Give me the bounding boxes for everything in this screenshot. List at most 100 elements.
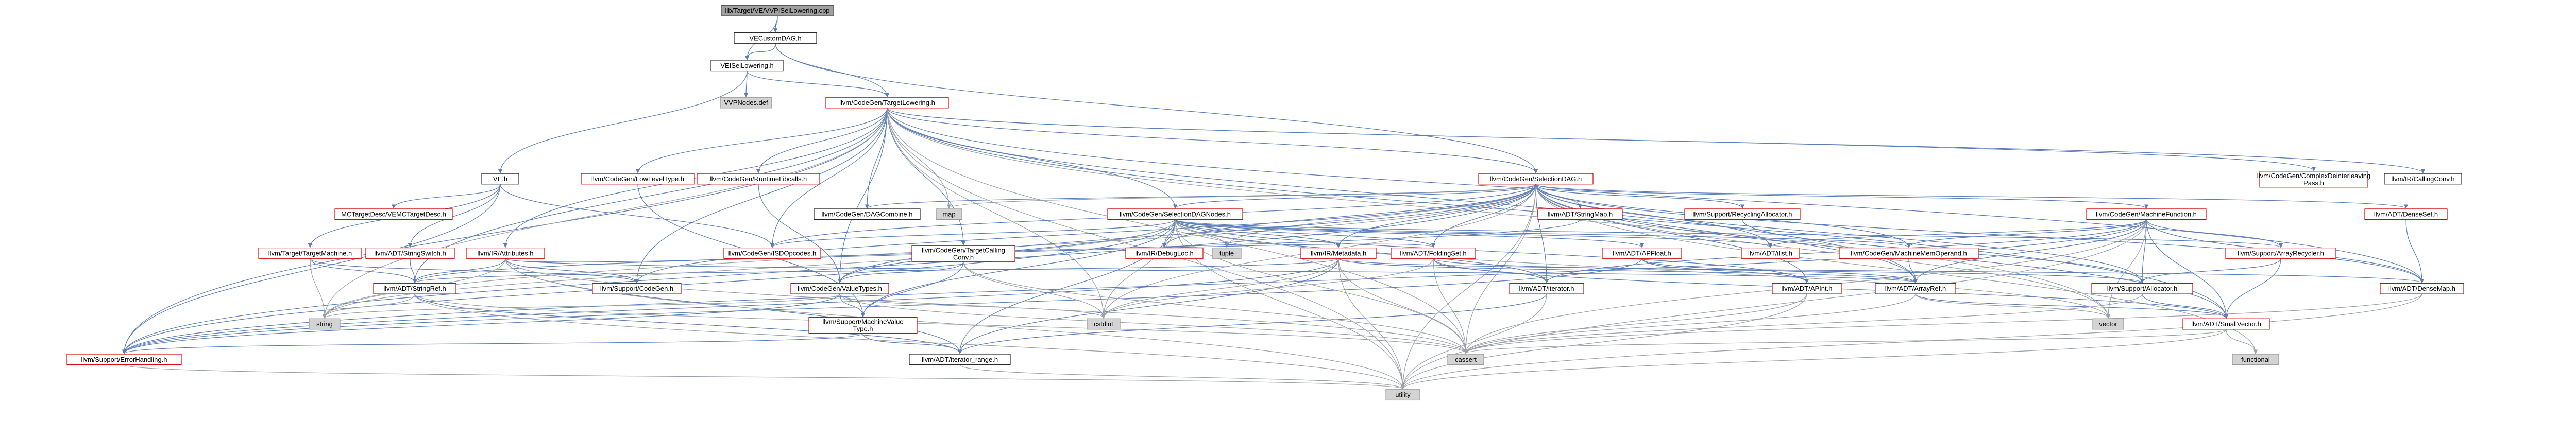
node-veh[interactable]: VE.h [481,173,519,185]
node-label: llvm/Support/ArrayRecycler.h [2238,249,2324,257]
node-codegenh[interactable]: llvm/Support/CodeGen.h [592,283,682,294]
node-targetmachine[interactable]: llvm/Target/TargetMachine.h [258,248,362,259]
node-targetlowering[interactable]: llvm/CodeGen/TargetLowering.h [825,97,949,109]
node-ilist[interactable]: llvm/ADT/ilist.h [1741,248,1800,259]
edge-selectiondag-to-debugloc [1162,184,1536,248]
node-errorhandling[interactable]: llvm/Support/ErrorHandling.h [66,354,182,365]
node-mcvemcdesc[interactable]: MCTargetDesc/VEMCTargetDesc.h [334,208,453,220]
node-lowleveltype[interactable]: llvm/CodeGen/LowLevelType.h [581,173,695,185]
node-label: tuple [1219,249,1234,257]
node-vector[interactable]: vector [2092,318,2124,330]
node-label: llvm/ADT/ArrayRef.h [1885,285,1946,292]
node-root[interactable]: lib/Target/VE/VVPISelLowering.cpp [721,5,834,16]
node-valuetypes[interactable]: llvm/CodeGen/ValueTypes.h [790,283,889,294]
edge-targetlowering-to-selectiondagnodes [887,108,1178,209]
node-iteratorh[interactable]: llvm/ADT/iterator.h [1509,283,1584,294]
node-callingconv[interactable]: llvm/IR/CallingConv.h [2384,173,2462,185]
edge-attributes-to-stringref [412,258,506,284]
node-box [734,32,817,44]
node-box [1107,208,1243,220]
node-arrayrecycler[interactable]: llvm/Support/ArrayRecycler.h [2225,248,2336,259]
node-vecustomdag[interactable]: VECustomDAG.h [734,32,817,44]
edge-selectiondag-to-errorhandling [122,184,1536,354]
edge-machinevaluetype-to-iteratorrange [862,333,962,354]
edge-selectiondag-to-densesetnode [1535,184,2408,209]
node-apint[interactable]: llvm/ADT/APInt.h [1772,283,1842,294]
edge-veisellowering-to-vvpnodes [743,71,749,98]
node-machinememoperand[interactable]: llvm/CodeGen/MachineMemOperand.h [1839,248,1979,259]
node-runtimelibcalls[interactable]: llvm/CodeGen/RuntimeLibcalls.h [697,173,820,185]
edge-targetlowering-to-string [322,108,888,319]
node-label: VEISelLowering.h [720,62,773,69]
node-machinefunction[interactable]: llvm/CodeGen/MachineFunction.h [2086,208,2207,220]
edge-selectiondagnodes-to-isdopcodes [770,219,1176,248]
node-box [1212,248,1242,259]
edge-stringref-to-iteratorrange [414,293,962,354]
node-label: Conv.h [953,253,974,261]
edge-veh-to-errorhandling [122,184,501,354]
edge-allocator-to-smallvector [2142,293,2229,319]
node-box [258,248,362,259]
node-map[interactable]: map [936,208,962,220]
edge-selectiondag-to-map [947,184,1536,209]
edge-targetlowering-to-codegenh [634,108,888,284]
node-label: llvm/IR/Metadata.h [1311,249,1366,257]
node-selectiondag[interactable]: llvm/CodeGen/SelectionDAG.h [1478,173,1594,185]
node-box [334,208,453,220]
node-tuple[interactable]: tuple [1212,248,1242,259]
node-smallvector[interactable]: llvm/ADT/SmallVector.h [2182,318,2270,330]
edges-layer [122,15,2425,390]
node-densesetnode[interactable]: llvm/ADT/DenseSet.h [2364,208,2448,220]
node-arrayref[interactable]: llvm/ADT/ArrayRef.h [1875,283,1956,294]
node-isdopcodes[interactable]: llvm/CodeGen/ISDOpcodes.h [723,248,821,259]
node-box [466,248,545,259]
edge-veh-to-mcvemcdesc [391,184,501,209]
node-debugloc[interactable]: llvm/IR/DebugLoc.h [1125,248,1204,259]
node-foldingset[interactable]: llvm/ADT/FoldingSet.h [1391,248,1476,259]
node-cassert[interactable]: cassert [1447,354,1484,365]
node-veisellowering[interactable]: VEISelLowering.h [710,60,784,72]
node-apfloat[interactable]: llvm/ADT/APFloat.h [1602,248,1682,259]
node-recyclingalloc[interactable]: llvm/Support/RecyclingAllocator.h [1684,208,1801,220]
edge-foldingset-to-cstdint [1101,258,1434,319]
edge-machinevaluetype-to-errorhandling [122,333,863,354]
node-vvpnodes[interactable]: VVPNodes.def [720,97,772,109]
edge-targetcallingconv-to-cstdint [963,261,1106,319]
node-label: VECustomDAG.h [749,34,801,42]
node-attributes[interactable]: llvm/IR/Attributes.h [466,248,545,259]
edge-selectiondagnodes-to-vector [1175,219,2111,319]
edge-densemap-to-utility [1400,294,2422,390]
edge-veisellowering-to-targetlowering [747,71,890,98]
edge-targetmachine-to-codegenh [310,258,639,284]
node-functional[interactable]: functional [2232,354,2279,365]
edge-attributes-to-cassert [505,258,1468,354]
edge-allocator-to-cassert [1463,293,2143,354]
edge-attributes-to-utility [505,258,1405,390]
node-metadata[interactable]: llvm/IR/Metadata.h [1300,248,1377,259]
node-allocator[interactable]: llvm/Support/Allocator.h [2091,283,2193,294]
node-string[interactable]: string [309,318,341,330]
edge-selectiondagnodes-to-machinevaluetype [860,219,1176,318]
node-stringswitch[interactable]: llvm/ADT/StringSwitch.h [365,248,455,259]
node-selectiondagnodes[interactable]: llvm/CodeGen/SelectionDAGNodes.h [1107,208,1243,220]
edge-selectiondag-to-machinefunction [1535,184,2148,209]
node-label: llvm/ADT/StringMap.h [1548,210,1613,218]
edge-attributes-to-arrayref [505,258,1918,284]
node-label: llvm/CodeGen/ComplexDeinterleaving [2257,172,2370,180]
node-densemap[interactable]: llvm/ADT/DenseMap.h [2380,283,2464,294]
node-utility[interactable]: utility [1385,389,1420,401]
node-dagcombine[interactable]: llvm/CodeGen/DAGCombine.h [814,208,921,220]
node-iteratorrange[interactable]: llvm/ADT/iterator_range.h [909,354,1011,365]
node-label: Pass.h [2303,179,2324,187]
node-cstdint[interactable]: cstdint [1087,318,1121,330]
node-label: llvm/ADT/StringRef.h [383,285,446,292]
edge-selectiondagnodes-to-foldingset [1175,219,1436,248]
node-label: llvm/ADT/iterator.h [1519,285,1574,292]
node-stringref[interactable]: llvm/ADT/StringRef.h [373,283,456,294]
node-stringmap[interactable]: llvm/ADT/StringMap.h [1537,208,1623,220]
edge-targetcallingconv-to-machinevaluetype [860,261,964,318]
node-box [825,97,949,109]
